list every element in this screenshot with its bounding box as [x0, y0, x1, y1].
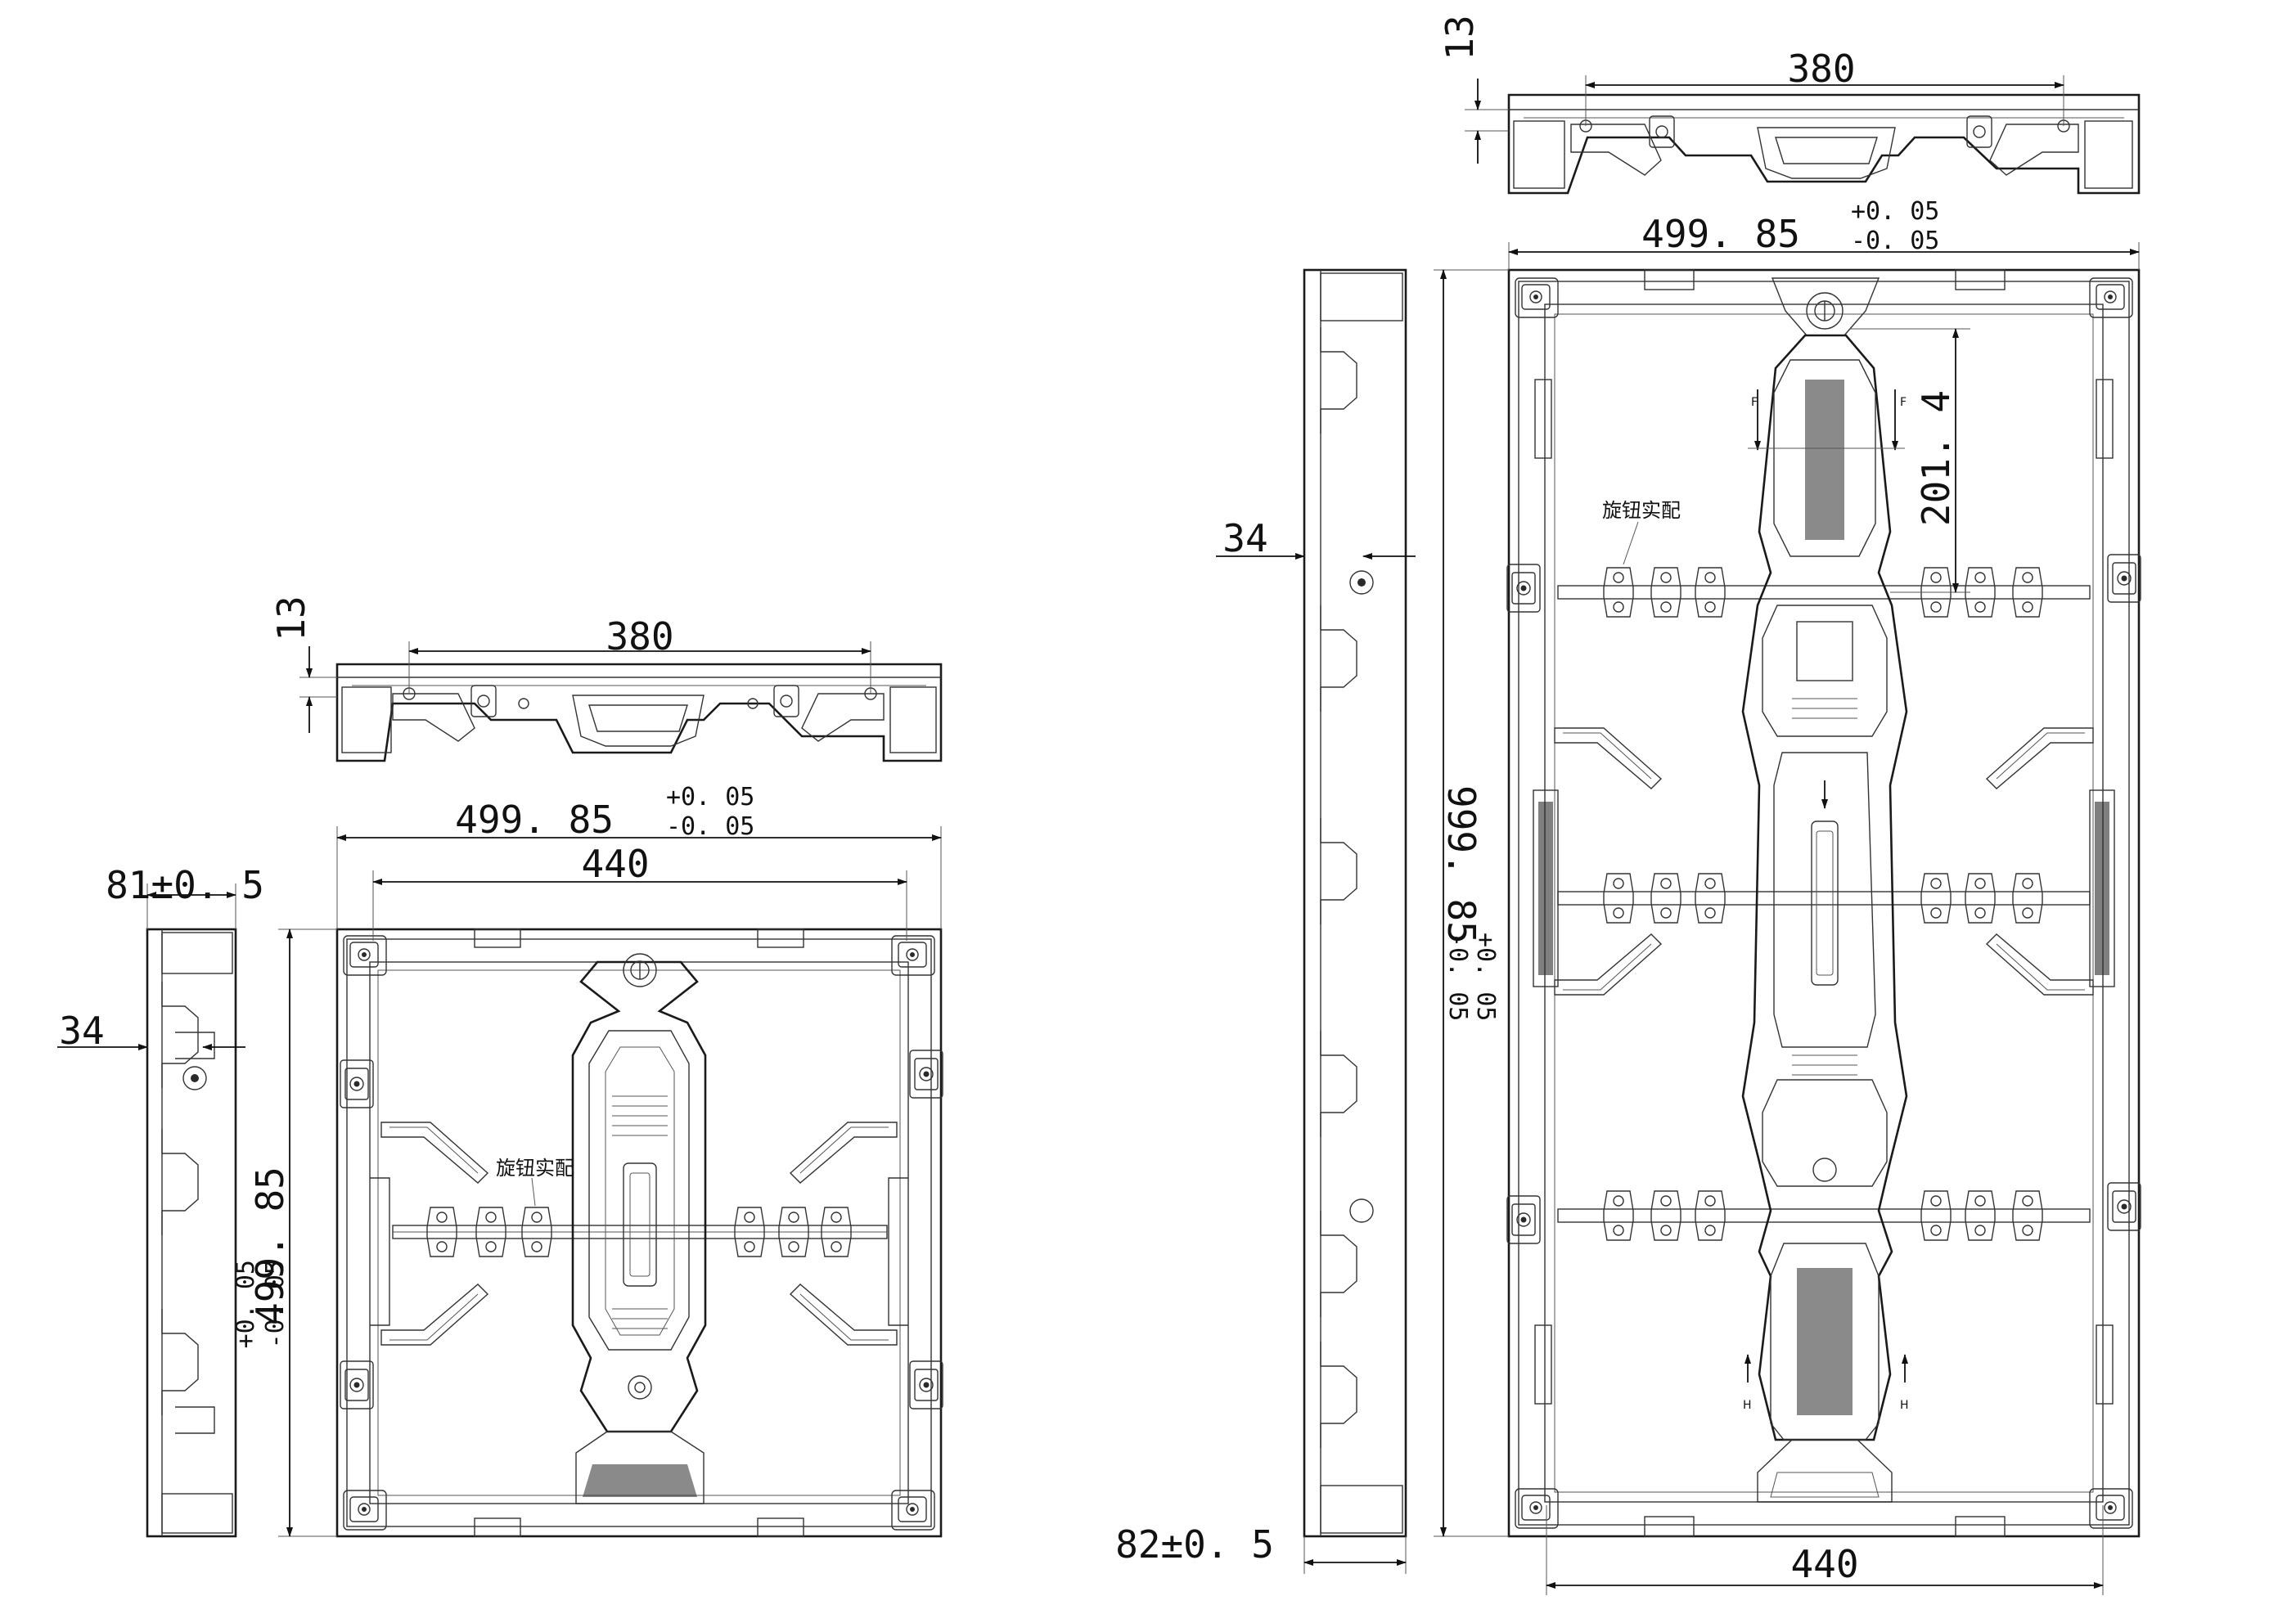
large-dim-height-tol-lower: -0. 05 — [1443, 933, 1472, 1021]
section-mark-h-right: H — [1900, 1399, 1909, 1412]
small-side-dim-34: 34 — [59, 1009, 104, 1053]
small-dim-height-tol-lower: -0. 05 — [261, 1260, 290, 1348]
small-knob-note: 旋钮实配 — [496, 1157, 574, 1180]
small-side-view: 81±0. 5 34 — [57, 863, 264, 1538]
large-side-view: 34 82±0. 5 — [1115, 268, 1416, 1574]
small-dim-width: 499. 85 — [455, 798, 614, 842]
small-dim-width-tol-upper: +0. 05 — [666, 783, 754, 812]
large-dim-width: 499. 85 — [1641, 212, 1800, 256]
large-knob-note: 旋钮实配 — [1602, 499, 1681, 522]
small-top-view: 380 13 — [269, 596, 943, 762]
large-dim-height: 999. 85 — [1439, 785, 1483, 944]
large-dim-width-tol-upper: +0. 05 — [1851, 197, 1939, 226]
large-dim-201: 201. 4 — [1914, 390, 1958, 526]
small-top-dim-380: 380 — [606, 614, 673, 659]
small-side-dim-81: 81±0. 5 — [106, 863, 264, 907]
large-front-view: F F H H 旋钮实配 499. 85 +0. 05 -0. 05 440 9… — [1434, 197, 2141, 1595]
large-top-dim-380: 380 — [1787, 47, 1855, 91]
section-mark-h-left: H — [1743, 1399, 1752, 1412]
large-side-dim-34: 34 — [1222, 516, 1267, 560]
section-mark-f-right: F — [1900, 396, 1907, 409]
small-dim-width-tol-lower: -0. 05 — [666, 812, 754, 841]
large-top-view: 380 13 — [1438, 15, 2141, 195]
large-top-dim-13: 13 — [1438, 15, 1482, 60]
small-front-view: 旋钮实配 499. 85 +0. 05 -0. 05 440 499. 85 +… — [232, 783, 943, 1538]
large-side-dim-82: 82±0. 5 — [1115, 1522, 1274, 1567]
large-dim-height-tol-upper: +0. 05 — [1471, 933, 1500, 1021]
small-dim-440: 440 — [581, 842, 649, 886]
small-top-dim-13: 13 — [269, 596, 313, 641]
section-mark-f-left: F — [1751, 396, 1758, 409]
large-dim-440: 440 — [1790, 1542, 1858, 1586]
large-dim-width-tol-lower: -0. 05 — [1851, 227, 1939, 255]
small-dim-height: 499. 85 — [248, 1167, 292, 1325]
